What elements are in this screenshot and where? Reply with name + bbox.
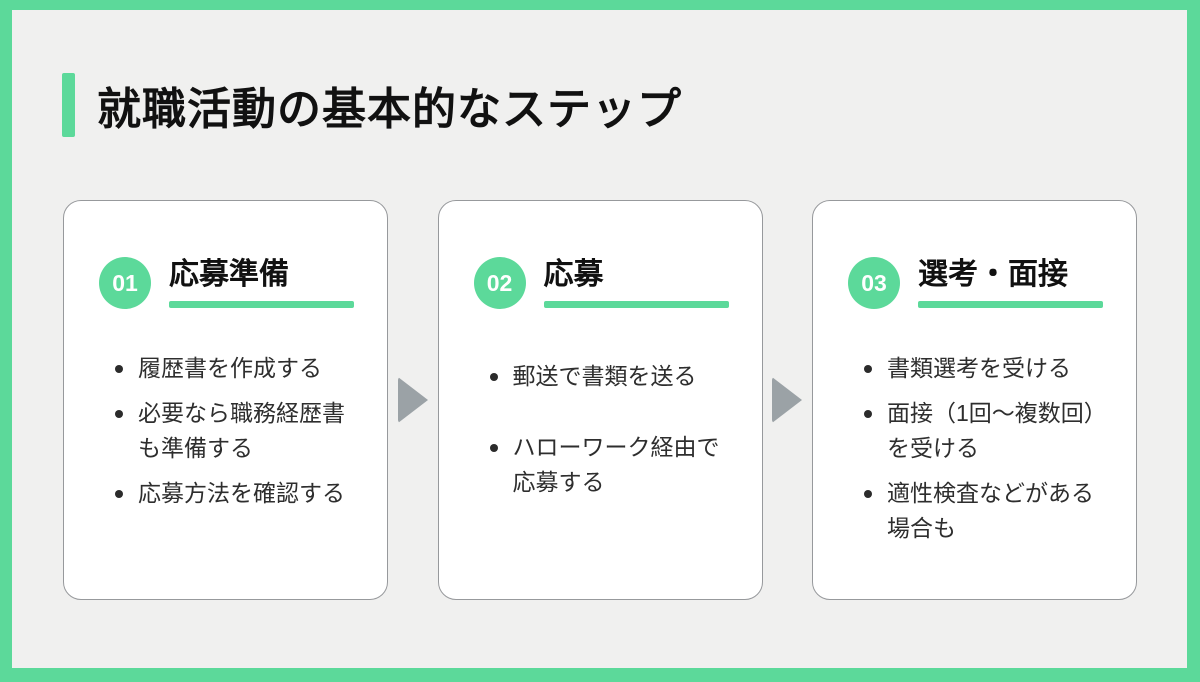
bullet-item: ハローワーク経由で応募する — [474, 430, 729, 500]
step-card-3: 03 選考・面接 書類選考を受ける 面接（1回〜複数回）を受ける 適性検査などが… — [812, 200, 1137, 600]
bullet-item: 書類選考を受ける — [848, 351, 1103, 386]
step-title-underline — [169, 301, 354, 309]
page-content: 就職活動の基本的なステップ 01 応募準備 履歴書を作成する 必要なら職務経歴書… — [12, 10, 1187, 668]
arrow-right-icon — [772, 377, 803, 423]
bullet-list: 書類選考を受ける 面接（1回〜複数回）を受ける 適性検査などがある場合も — [848, 351, 1103, 546]
step-title-underline — [918, 301, 1103, 309]
bullet-item: 応募方法を確認する — [99, 476, 354, 511]
step-title: 応募 — [543, 257, 604, 291]
bullet-list: 郵送で書類を送る ハローワーク経由で応募する — [474, 359, 729, 500]
step-card-2: 02 応募 郵送で書類を送る ハローワーク経由で応募する — [437, 200, 763, 600]
bullet-item: 面接（1回〜複数回）を受ける — [848, 396, 1103, 466]
bullet-list: 履歴書を作成する 必要なら職務経歴書も準備する 応募方法を確認する — [99, 351, 354, 511]
step-title-wrap: 応募 — [543, 257, 729, 309]
title-accent-bar — [62, 73, 75, 137]
step-card-1: 01 応募準備 履歴書を作成する 必要なら職務経歴書も準備する 応募方法を確認す… — [63, 200, 388, 600]
steps-row: 01 応募準備 履歴書を作成する 必要なら職務経歴書も準備する 応募方法を確認す… — [63, 200, 1137, 600]
step-number-badge: 02 — [473, 257, 526, 309]
step-number-badge: 03 — [848, 257, 900, 309]
arrow-cell — [388, 377, 438, 423]
step-title-wrap: 応募準備 — [169, 258, 354, 309]
step-number-badge: 01 — [99, 257, 151, 309]
arrow-right-icon — [397, 377, 428, 423]
step-card-2-header: 02 応募 — [473, 257, 729, 309]
page-title: 就職活動の基本的なステップ — [97, 85, 682, 134]
step-title-wrap: 選考・面接 — [918, 258, 1103, 309]
step-title: 選考・面接 — [918, 257, 1068, 291]
bullet-item: 履歴書を作成する — [99, 351, 354, 386]
bullet-item: 適性検査などがある場合も — [848, 476, 1103, 546]
bullet-item: 必要なら職務経歴書も準備する — [99, 396, 354, 466]
step-card-1-header: 01 応募準備 — [99, 257, 354, 309]
step-title: 応募準備 — [169, 257, 289, 291]
page-header: 就職活動の基本的なステップ — [62, 73, 682, 137]
step-card-3-header: 03 選考・面接 — [848, 257, 1103, 309]
arrow-cell — [763, 377, 813, 423]
bullet-item: 郵送で書類を送る — [474, 359, 729, 394]
step-title-underline — [543, 301, 729, 309]
